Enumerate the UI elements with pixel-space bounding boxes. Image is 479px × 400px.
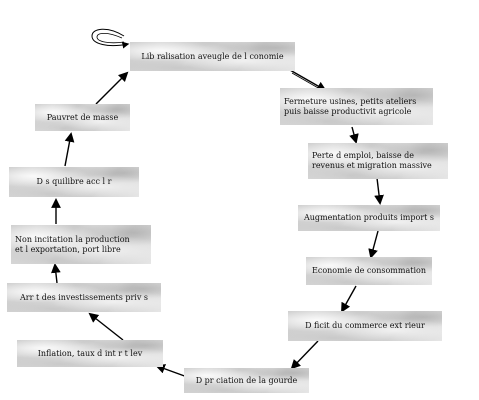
node-liberalisation: Lib ralisation aveugle de l conomie: [130, 42, 295, 71]
arrow-inflation-to-arret: [88, 312, 124, 341]
node-pauvrete-line-1: Pauvret de masse: [46, 112, 119, 122]
node-economie-line-1: Economie de consommation: [312, 266, 426, 275]
arrow-pauvrete-to-liberalisation: [95, 71, 129, 105]
arrow-augmentation-to-economie: [368, 230, 379, 259]
node-non-incitation-line-1: Non incitation la production: [15, 234, 130, 244]
node-deficit-line-1: D ficit du commerce ext rieur: [305, 321, 425, 330]
node-inflation-line-1: Inflation, taux d int r t lev: [37, 348, 143, 358]
node-perte-emploi: Perte d emploi, baisse de revenus et mig…: [308, 143, 448, 179]
node-inflation: Inflation, taux d int r t lev: [17, 340, 163, 367]
node-augmentation: Augmentation produits import s: [298, 205, 440, 231]
node-arret-line-1: Arr t des investissements priv s: [19, 292, 149, 302]
node-fermeture: Fermeture usines, petits ateliers puis b…: [280, 88, 433, 125]
cycle-start-curved-arrow: [91, 28, 130, 49]
node-non-incitation-line-2: et l exportation, port libre: [15, 244, 121, 254]
arrow-fermeture-to-perte-emploi: [349, 126, 359, 144]
arrow-desequilibre-to-pauvrete: [64, 132, 75, 167]
node-desequilibre-line-1: D s quilibre acc l r: [36, 177, 112, 186]
arrow-arret-to-non-incitation: [50, 263, 61, 284]
node-perte-emploi-line-2: revenus et migration massive: [312, 161, 432, 170]
node-economie: Economie de consommation: [306, 257, 432, 285]
node-desequilibre: D s quilibre acc l r: [9, 167, 139, 197]
arrow-liberalisation-to-fermeture: [289, 69, 327, 91]
node-pauvrete: Pauvret de masse: [35, 104, 130, 131]
node-non-incitation: Non incitation la production et l export…: [11, 225, 151, 264]
node-fermeture-line-2: puis baisse productivit agricole: [284, 106, 412, 116]
node-fermeture-line-1: Fermeture usines, petits ateliers: [284, 96, 417, 106]
arrow-liberalisation-to-fermeture-double: [291, 72, 321, 90]
cycle-start-curved-arrow-inner: [96, 32, 125, 44]
node-arret: Arr t des investissements priv s: [7, 283, 161, 312]
arrow-deficit-to-depreciation: [290, 340, 319, 370]
arrow-depreciation-to-inflation: [155, 364, 191, 379]
arrow-economie-to-deficit: [341, 285, 357, 313]
node-augmentation-line-1: Augmentation produits import s: [303, 213, 435, 222]
node-deficit: D ficit du commerce ext rieur: [288, 311, 442, 341]
node-depreciation-line-1: D pr ciation de la gourde: [195, 375, 298, 385]
node-depreciation: D pr ciation de la gourde: [184, 368, 309, 393]
node-perte-emploi-line-1: Perte d emploi, baisse de: [312, 151, 414, 160]
arrow-perte-emploi-to-augmentation: [374, 177, 384, 205]
node-liberalisation-line-1: Lib ralisation aveugle de l conomie: [141, 51, 284, 61]
